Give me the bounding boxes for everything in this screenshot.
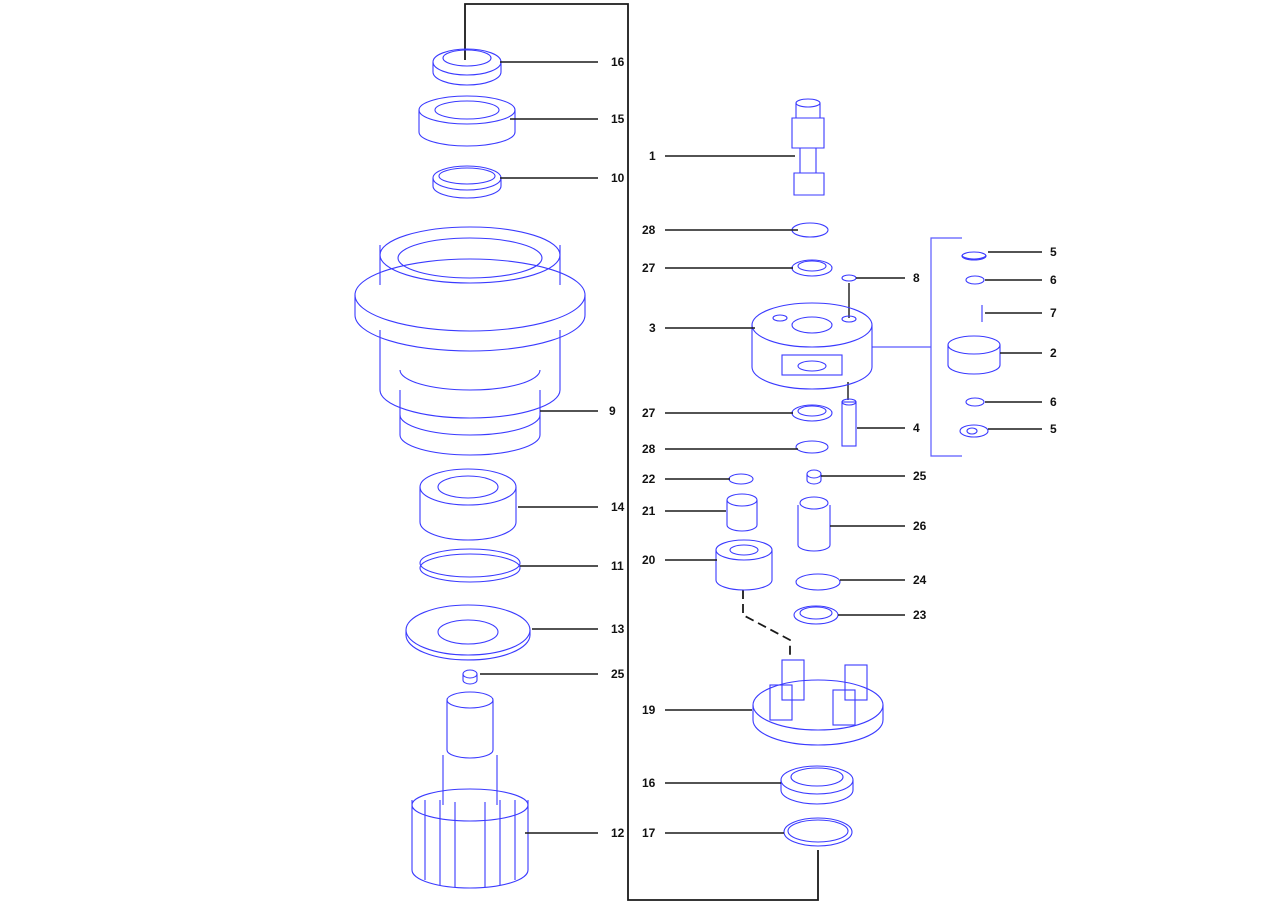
parts-left [354,48,586,889]
subassembly-bracket [872,237,962,457]
callout-2: 2 [1050,346,1057,360]
part-25-plug [806,469,822,485]
callout-19: 19 [642,703,656,717]
part-16-nut [780,765,854,805]
part-20-gear [715,539,773,591]
callout-21: 21 [642,504,656,518]
callout-8: 8 [913,271,920,285]
callout-14: 14 [611,500,625,514]
callout-25: 25 [913,469,927,483]
part-9-housing [354,226,586,456]
part-28-snap-ring [795,440,829,454]
part-26-gear [797,496,831,552]
callout-28: 28 [642,223,656,237]
part-16-nut [432,48,502,86]
part-5-ring [959,424,989,438]
part-19-carrier [752,659,884,746]
part-3-carrier [751,302,873,390]
part-12-shaft [411,691,529,889]
callout-6: 6 [1050,273,1057,287]
solid-segment [464,3,819,901]
part-25-plug [462,669,478,685]
part-15-bearing [418,95,516,147]
callout-20: 20 [642,553,656,567]
callout-15: 15 [611,112,625,126]
part-21-gear [726,493,758,532]
part-27-washer [791,259,833,277]
part-27-washer [791,404,833,422]
leader-lines [480,61,1042,834]
callout-9: 9 [609,404,616,418]
callout-24: 24 [913,573,927,587]
part-6-ring [965,397,985,407]
part-14-bearing [419,468,517,541]
part-22-ring [728,473,754,485]
callout-28: 28 [642,442,656,456]
part-10-ring [432,165,502,199]
callout-26: 26 [913,519,927,533]
part-4-pin [841,398,857,447]
part-11-ring [419,548,521,583]
part-24-snap-ring [795,573,841,591]
part-5-ring [961,254,987,260]
callout-27: 27 [642,406,656,420]
callout-27: 27 [642,261,656,275]
callout-11: 11 [611,559,624,573]
callout-16: 16 [642,776,656,790]
callout-4: 4 [913,421,920,435]
callout-5: 5 [1050,422,1057,436]
parts-right [715,98,1001,847]
part-8-ball [841,274,857,282]
part-1-shaft [791,98,825,196]
part-17-ring [783,817,853,847]
callout-3: 3 [649,321,656,335]
callout-5: 5 [1050,245,1057,259]
callout-23: 23 [913,608,927,622]
callout-10: 10 [611,171,625,185]
callout-22: 22 [642,472,656,486]
callout-12: 12 [611,826,625,840]
callout-6: 6 [1050,395,1057,409]
callout-1: 1 [649,149,656,163]
part-13-plate [405,604,531,661]
part-2-gear [947,335,1001,375]
callout-7: 7 [1050,306,1057,320]
callout-17: 17 [642,826,656,840]
callout-16: 16 [611,55,625,69]
part-23-washer [793,605,839,625]
callout-25: 25 [611,667,625,681]
assembly-dashed-lines [464,3,850,901]
part-6-ring [965,275,985,285]
callout-13: 13 [611,622,625,636]
dashed-link-20-19 [742,590,791,655]
